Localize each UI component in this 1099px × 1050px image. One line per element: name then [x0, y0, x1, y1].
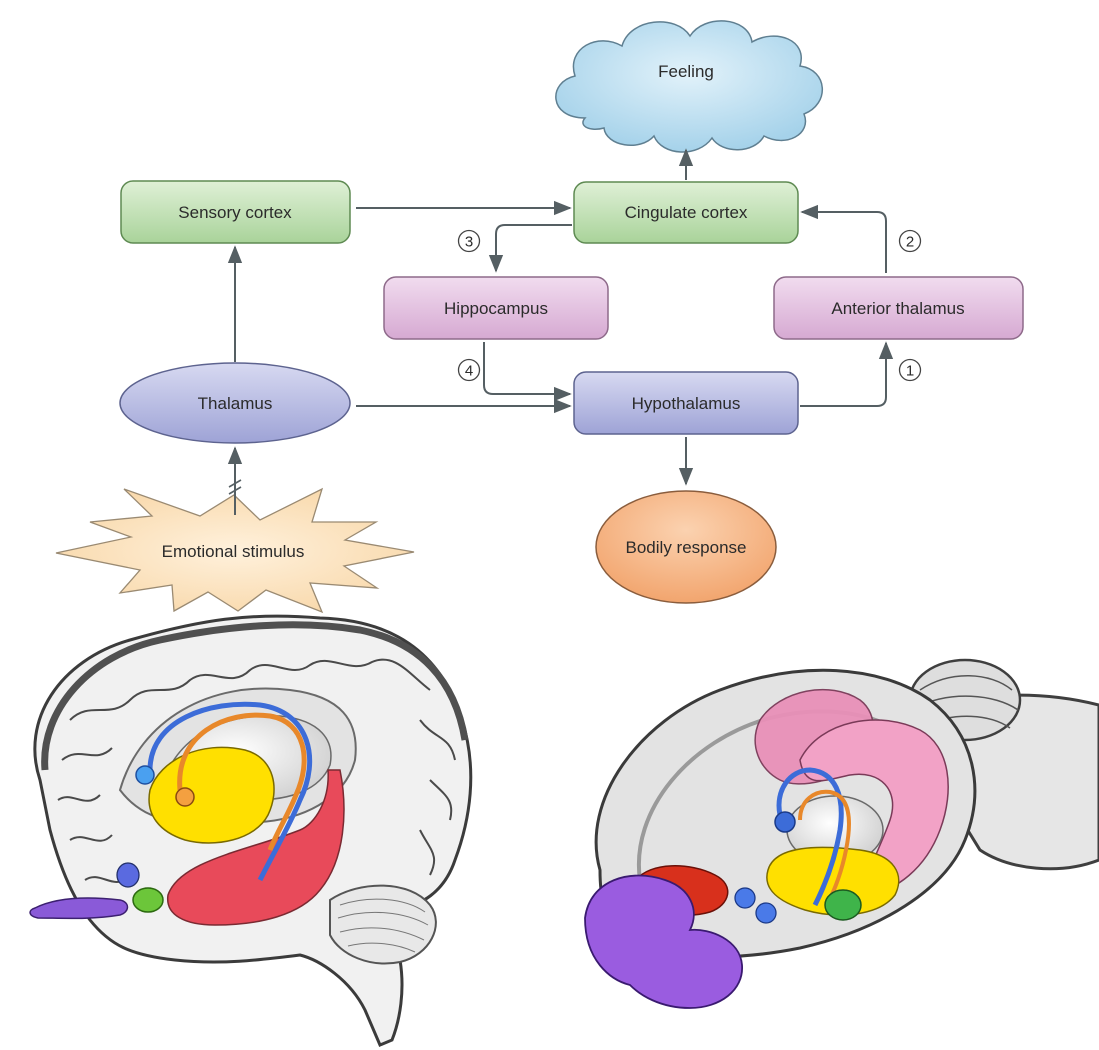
anterior-thalamus-node: Anterior thalamus [773, 276, 1024, 340]
step-1-label: 1 [906, 363, 914, 380]
human-gyri [57, 658, 456, 883]
hypothalamus-box [573, 371, 799, 435]
cingulate-cortex-label: Cingulate cortex [625, 203, 748, 222]
human-cerebellum [329, 884, 437, 965]
human-cortex-rim [41, 621, 469, 771]
human-amygdala-green [132, 887, 164, 913]
step-3-label: 3 [465, 234, 473, 251]
emotional-stimulus-node: Emotional stimulus [55, 487, 415, 614]
sensory-cortex-node: Sensory cortex [120, 180, 351, 244]
cingulate-cortex-box [573, 181, 799, 244]
animal-node-blue [774, 811, 796, 833]
animal-fornix-blue [776, 767, 844, 907]
animal-amygdala-green [824, 889, 862, 921]
arrows [227, 148, 894, 515]
bodily-response-node: Bodily response [595, 490, 777, 604]
animal-tract-orange [798, 789, 851, 904]
step-4-marker: 4 [457, 358, 481, 382]
animal-brain-illustration [584, 658, 1099, 1009]
human-olfactory-purple [29, 897, 129, 920]
animal-olfactory-purple [584, 874, 743, 1009]
animal-septal-blue-2 [755, 902, 777, 924]
animal-yellow-structure [766, 846, 900, 916]
human-hippocampus-red [167, 769, 345, 926]
cingulate-cortex-node: Cingulate cortex [573, 181, 799, 244]
hippocampus-label: Hippocampus [444, 299, 548, 318]
feeling-label: Feeling [658, 62, 714, 81]
step-4-label: 4 [465, 363, 473, 380]
thalamus-label: Thalamus [198, 394, 273, 413]
step-markers: 3 4 2 1 [457, 229, 922, 382]
flow-diagram: Feeling Sensory cortex Cingulate cortex … [55, 20, 1024, 614]
thalamus-ellipse [119, 362, 351, 444]
step-1-marker: 1 [898, 358, 922, 382]
axis-break-marks [228, 479, 242, 495]
arrow-hippocampus-to-hypothalamus [483, 342, 572, 402]
arrow-anterior-thalamus-to-cingulate [800, 204, 887, 273]
cloud-shape [555, 20, 823, 153]
human-cerebellum-folia [337, 898, 429, 953]
animal-septal-blue-1 [734, 887, 756, 909]
emotional-stimulus-label: Emotional stimulus [162, 542, 305, 561]
human-septal-blue [116, 862, 140, 888]
anterior-thalamus-label: Anterior thalamus [831, 299, 964, 318]
thalamus-node: Thalamus [119, 362, 351, 444]
hypothalamus-label: Hypothalamus [632, 394, 741, 413]
human-brain-illustration [29, 614, 473, 1047]
human-fornix-blue [147, 701, 313, 882]
arrow-hypothalamus-to-anterior-thalamus [800, 341, 894, 407]
step-2-marker: 2 [898, 229, 922, 253]
hypothalamus-node: Hypothalamus [573, 371, 799, 435]
feeling-node: Feeling [555, 20, 823, 153]
human-mammillary-blue [135, 765, 155, 785]
sensory-cortex-box [120, 180, 351, 244]
step-2-label: 2 [906, 234, 914, 251]
arrow-cingulate-to-hippocampus [488, 224, 572, 273]
bodily-response-ellipse [595, 490, 777, 604]
human-node-orange [175, 787, 195, 807]
step-3-marker: 3 [457, 229, 481, 253]
hippocampus-box [383, 276, 609, 340]
hippocampus-node: Hippocampus [383, 276, 609, 340]
sensory-cortex-label: Sensory cortex [178, 203, 292, 222]
bodily-response-label: Bodily response [626, 538, 747, 557]
anterior-thalamus-box [773, 276, 1024, 340]
starburst-shape [55, 487, 415, 614]
human-tract-orange [177, 712, 307, 851]
